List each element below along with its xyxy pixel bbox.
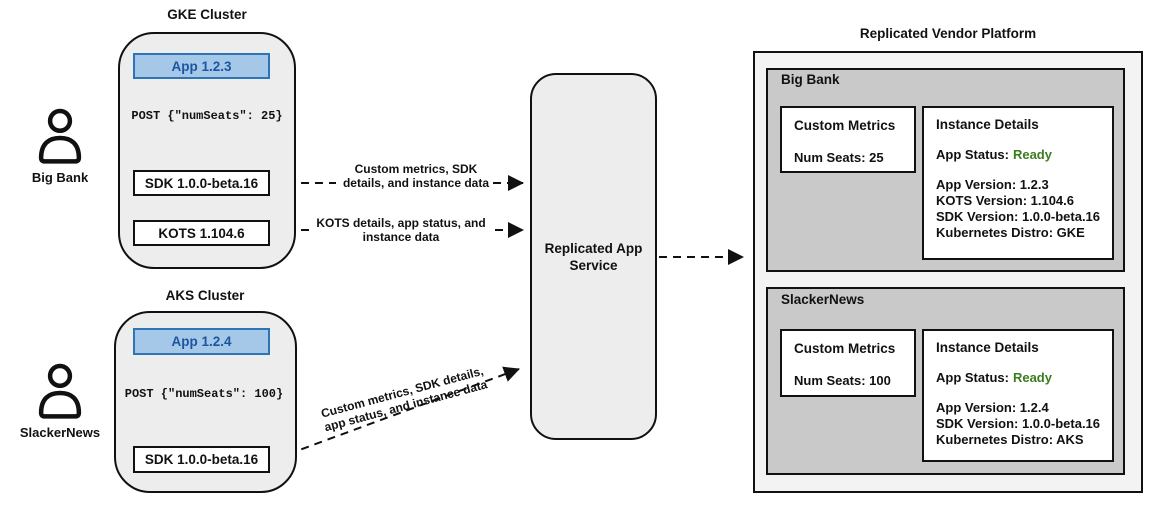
slackernews-custom-metrics-card: Custom Metrics Num Seats: 100 xyxy=(780,329,916,397)
slackernews-app-status: App Status:Ready xyxy=(936,370,1100,386)
big-bank-sdk-version: SDK Version: 1.0.0-beta.16 xyxy=(936,209,1101,224)
big-bank-actor-label: Big Bank xyxy=(31,170,89,185)
big-bank-app-status-label: App Status: xyxy=(936,147,1009,162)
slackernews-app-status-label: App Status: xyxy=(936,370,1009,385)
big-bank-custom-metrics-title: Custom Metrics xyxy=(794,118,896,133)
gke-app-node: App 1.2.3 xyxy=(133,53,270,79)
big-bank-app-status: App Status:Ready xyxy=(936,147,1100,163)
big-bank-app-version: App Version: 1.2.3 xyxy=(936,177,1049,192)
slackernews-actor-label: SlackerNews xyxy=(19,425,101,440)
aks-sdk-node: SDK 1.0.0-beta.16 xyxy=(133,446,270,473)
big-bank-instance-details-card: Instance Details App Status:Ready App Ve… xyxy=(922,106,1114,260)
tenant-big-bank-name: Big Bank xyxy=(781,72,840,87)
gke-post-request-text: POST {"numSeats": 25} xyxy=(131,109,283,123)
slackernews-sdk-version: SDK Version: 1.0.0-beta.16 xyxy=(936,416,1101,431)
aks-post-request-text: POST {"numSeats": 100} xyxy=(124,387,284,401)
tenant-slackernews-name: SlackerNews xyxy=(781,292,865,307)
gke-kots-node: KOTS 1.104.6 xyxy=(133,220,270,246)
slackernews-instance-details-card: Instance Details App Status:Ready App Ve… xyxy=(922,329,1114,462)
vendor-platform-title: Replicated Vendor Platform xyxy=(859,26,1037,41)
slackernews-app-status-value: Ready xyxy=(1012,370,1052,385)
aks-app-node: App 1.2.4 xyxy=(133,328,270,355)
aks-sdk-arrow-label: Custom metrics, SDK details, app status,… xyxy=(319,363,489,435)
big-bank-kubernetes-distro: Kubernetes Distro: GKE xyxy=(936,225,1085,240)
gke-kots-arrow-label: KOTS details, app status, and instance d… xyxy=(316,216,486,244)
big-bank-kots-version: KOTS Version: 1.104.6 xyxy=(936,193,1075,208)
replicated-app-service-box: Replicated App Service xyxy=(530,73,657,440)
big-bank-instance-details-title: Instance Details xyxy=(936,117,1039,132)
gke-sdk-node: SDK 1.0.0-beta.16 xyxy=(133,170,270,196)
slackernews-kubernetes-distro: Kubernetes Distro: AKS xyxy=(936,432,1084,447)
slackernews-user-icon xyxy=(38,363,82,419)
slackernews-custom-metrics-title: Custom Metrics xyxy=(794,341,896,356)
big-bank-app-status-value: Ready xyxy=(1012,147,1052,162)
big-bank-num-seats: Num Seats: 25 xyxy=(794,150,884,165)
slackernews-instance-details-title: Instance Details xyxy=(936,340,1039,355)
aks-cluster-title: AKS Cluster xyxy=(165,288,245,303)
big-bank-user-icon xyxy=(38,108,82,164)
replicated-app-service-label: Replicated App Service xyxy=(544,240,643,273)
gke-sdk-arrow-label: Custom metrics, SDK details, and instanc… xyxy=(342,162,490,190)
slackernews-app-version: App Version: 1.2.4 xyxy=(936,400,1049,415)
slackernews-num-seats: Num Seats: 100 xyxy=(794,373,891,388)
big-bank-custom-metrics-card: Custom Metrics Num Seats: 25 xyxy=(780,106,916,173)
gke-cluster-title: GKE Cluster xyxy=(167,7,247,22)
